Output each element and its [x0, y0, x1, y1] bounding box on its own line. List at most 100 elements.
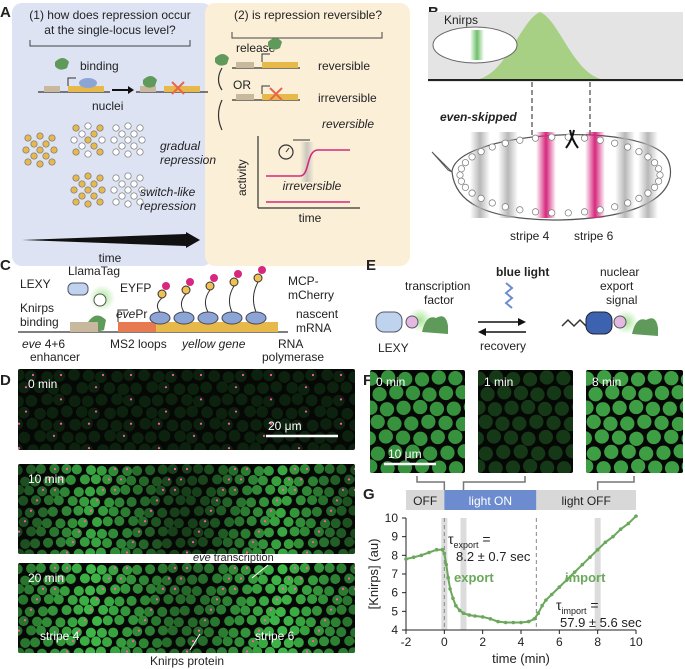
rnap-label-2: polymerase: [262, 350, 324, 364]
cell-nucleus: [33, 381, 46, 394]
cell-nucleus: [287, 648, 298, 653]
transcription-spot: [53, 488, 57, 491]
nucleus-dot: [24, 158, 32, 166]
transcription-spot: [119, 577, 123, 580]
nucleus-dot: [84, 200, 92, 208]
transcription-spot: [221, 488, 225, 491]
evepr-italic: eve: [116, 307, 136, 321]
nucleus-dot: [84, 150, 92, 158]
cell-nucleus: [298, 430, 311, 443]
cell-nucleus: [342, 430, 354, 442]
nucleus-dot: [138, 136, 146, 144]
cell-nucleus: [430, 429, 445, 445]
embryo-nucleus: [488, 143, 496, 151]
cell-nucleus: [320, 418, 332, 430]
cell-nucleus: [209, 417, 222, 430]
data-point: [544, 598, 548, 602]
cell-nucleus: [123, 442, 136, 450]
data-point: [595, 547, 600, 552]
cell-nucleus: [161, 538, 172, 549]
cell-nucleus: [138, 539, 149, 550]
cell-nucleus: [161, 476, 172, 487]
x-tick-label: 0: [441, 635, 448, 649]
transcription-spot: [192, 434, 196, 437]
cell-nucleus: [586, 459, 594, 473]
cell-nucleus: [594, 429, 609, 444]
embryo-nucleus: [656, 171, 664, 179]
cell-nucleus: [263, 527, 274, 538]
cell-nucleus: [169, 507, 180, 518]
transcription-spot: [107, 577, 111, 580]
cell-nucleus: [354, 476, 355, 483]
cell-nucleus: [221, 418, 233, 431]
cell-nucleus: [35, 526, 47, 537]
delay-shade: [300, 142, 314, 182]
transcription-spot: [304, 410, 308, 413]
x-tick-label: -2: [401, 635, 412, 649]
cell-nucleus: [145, 484, 157, 495]
cell-nucleus: [336, 528, 347, 539]
cell-nucleus: [152, 637, 163, 649]
cell-nucleus: [330, 635, 341, 646]
cell-nucleus: [165, 393, 178, 406]
embryo-nucleus: [624, 143, 632, 151]
cell-nucleus: [611, 430, 627, 445]
cell-nucleus: [102, 474, 113, 485]
nucleus-dot: [118, 192, 126, 200]
cell-nucleus: [272, 430, 284, 443]
cell-nucleus: [253, 466, 265, 477]
cell-nucleus: [478, 431, 484, 446]
cell-nucleus: [336, 563, 347, 574]
cell-nucleus: [18, 431, 31, 444]
nucleus-dot: [36, 160, 44, 168]
cell-nucleus: [185, 495, 196, 506]
cell-nucleus: [71, 563, 82, 574]
sample-band: [594, 518, 601, 630]
cell-nucleus: [79, 496, 90, 507]
cell-nucleus: [71, 528, 82, 539]
cell-nucleus: [311, 605, 322, 616]
tau-equals-2: =: [587, 597, 599, 613]
cell-nucleus: [283, 516, 294, 527]
cell-nucleus: [89, 497, 101, 508]
transcription-spot: [167, 577, 171, 580]
cell-nucleus: [354, 539, 355, 545]
nucleus-dot: [112, 124, 120, 132]
transcription-spot: [335, 499, 339, 502]
cell-nucleus: [629, 431, 644, 446]
panel-a: A (1) how does repression occur at the s…: [0, 3, 410, 266]
transcription-spot: [305, 566, 309, 570]
data-point: [549, 592, 554, 597]
cell-nucleus: [68, 369, 80, 381]
cell-nucleus: [246, 596, 257, 607]
cell-nucleus: [67, 495, 78, 507]
transcription-spot: [339, 422, 343, 425]
cell-nucleus: [91, 516, 103, 528]
nes-label-1: nuclear: [600, 265, 639, 279]
micrograph-0min: [18, 369, 355, 450]
cell-nucleus: [132, 583, 143, 594]
cell-nucleus: [193, 563, 204, 573]
nucleus-dot: [84, 122, 92, 130]
rna-polymerase-icon: [245, 311, 267, 325]
cell-nucleus: [277, 647, 288, 653]
cell-nucleus: [126, 475, 137, 486]
nucleus-dot: [124, 186, 132, 194]
nucleus-dot: [98, 136, 106, 144]
import-label: import: [565, 570, 606, 585]
cell-nucleus: [305, 369, 317, 382]
enhancer-box-2: [140, 86, 156, 92]
cell-nucleus: [161, 575, 172, 586]
cell-nucleus: [230, 505, 241, 516]
cell-nucleus: [530, 387, 545, 402]
cell-nucleus: [96, 485, 107, 496]
cell-nucleus: [173, 617, 184, 628]
cell-nucleus: [422, 387, 437, 402]
embryo-stripes: [470, 132, 658, 218]
embryo-nucleus: [477, 194, 485, 202]
cell-nucleus: [61, 604, 72, 616]
arrow-1-head-icon: [128, 86, 134, 94]
reversible-label: reversible: [318, 59, 370, 73]
transcription-spot: [89, 509, 93, 512]
transcription-spot: [149, 509, 153, 512]
